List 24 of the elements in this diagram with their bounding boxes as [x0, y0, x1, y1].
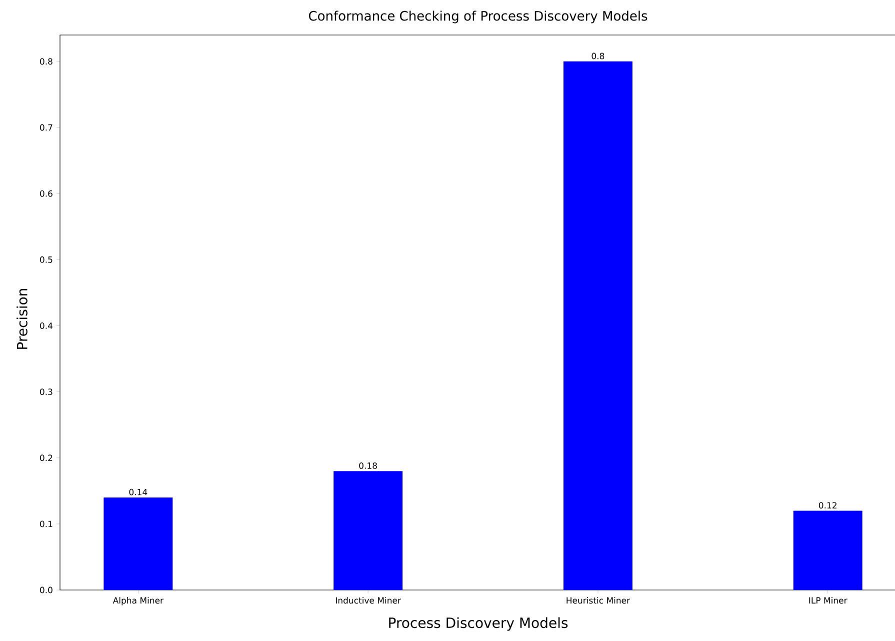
tick-label: 0.7	[40, 124, 52, 131]
tick-label: Heuristic Miner	[566, 597, 630, 604]
tick-label: 0.4	[40, 322, 52, 329]
tick-label: 0.6	[40, 190, 52, 197]
tick-label: 0.0	[40, 586, 52, 594]
tick-label: 0.2	[40, 454, 52, 462]
data-label: 0.8	[592, 52, 604, 60]
tick-label: Inductive Miner	[336, 597, 401, 604]
data-label: 0.18	[359, 462, 377, 469]
bar	[563, 61, 632, 590]
chart-title: Conformance Checking of Process Discovery Models	[308, 10, 648, 24]
tick-label: Alpha Miner	[112, 597, 164, 606]
tick-label: 0.5	[40, 256, 52, 263]
data-label: 0.14	[129, 488, 148, 496]
bar	[104, 498, 173, 590]
bar	[334, 471, 403, 590]
tick-label: 0.1	[40, 520, 52, 528]
tick-label: 0.8	[40, 58, 52, 65]
tick-label: 0.3	[40, 388, 52, 395]
axis-title: Process Discovery Models	[389, 617, 568, 631]
tick-label: ILP Miner	[809, 597, 848, 604]
data-label: 0.12	[818, 502, 836, 509]
axis-title: Precision	[16, 288, 28, 349]
bar	[793, 510, 862, 590]
